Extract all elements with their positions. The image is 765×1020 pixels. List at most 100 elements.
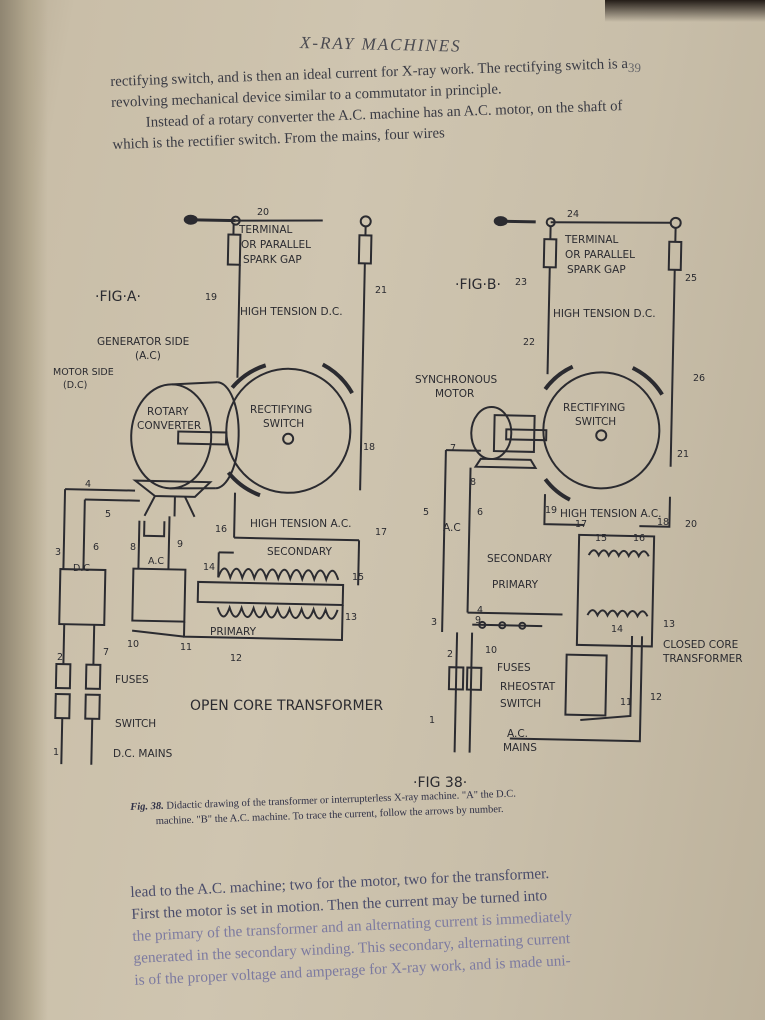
fig-b-terminal-label: TERMINAL xyxy=(564,234,619,246)
fig-b-num-18: 18 xyxy=(657,517,669,528)
fig-a-switch-label: SWITCH xyxy=(263,418,304,430)
fig-a-num-21: 21 xyxy=(375,285,387,296)
fig-a-num-20: 20 xyxy=(257,207,269,218)
fig-a-num-14: 14 xyxy=(203,562,215,573)
fig-a-num-11: 11 xyxy=(180,642,192,653)
fig-b-num-12: 12 xyxy=(650,692,662,703)
fig-a-num-12: 12 xyxy=(230,653,242,664)
fig-a-or-parallel-label: OR PARALLEL xyxy=(241,239,311,251)
fig-a-num-9: 9 xyxy=(177,539,183,550)
fig-a-generator-side-label: GENERATOR SIDE xyxy=(97,336,189,348)
fig-a-num-15: 15 xyxy=(352,572,364,583)
fig-a-dc-paren-label: (D.C) xyxy=(63,380,87,391)
fig-a-rectifying-label: RECTIFYING xyxy=(250,404,312,416)
fig-b-num-17: 17 xyxy=(575,519,587,530)
fig-a-num-6: 6 xyxy=(93,542,99,553)
fig-a-secondary-label: SECONDARY xyxy=(267,546,332,558)
fig-a-num-5: 5 xyxy=(105,509,111,520)
fig-a-ac-paren-label: (A.C) xyxy=(135,350,161,362)
fig-b-high-tension-dc-label: HIGH TENSION D.C. xyxy=(553,308,656,320)
fig-a-terminal-label: TERMINAL xyxy=(238,224,293,236)
running-head: X-RAY MACHINES xyxy=(299,32,462,56)
fig-b-fuses-label: FUSES xyxy=(497,662,531,674)
paragraph-top: rectifying switch, and is then an ideal … xyxy=(110,53,658,156)
fig-a-motor-side-label: MOTOR SIDE xyxy=(53,367,114,378)
fig-b-num-3: 3 xyxy=(431,617,437,628)
fig-b-rheostat-label: RHEOSTAT xyxy=(500,681,556,693)
fig-b-num-19: 19 xyxy=(545,505,557,516)
fig-b-spark-gap-label: SPARK GAP xyxy=(567,264,626,276)
fig-a-num-19: 19 xyxy=(205,292,217,303)
fig-b-closed-core-label: CLOSED CORE xyxy=(663,639,738,651)
fig-b-num-4: 4 xyxy=(477,605,483,616)
fig-b-num-21: 21 xyxy=(677,449,689,460)
fig-b-num-26: 26 xyxy=(693,373,705,384)
page-gutter-shadow xyxy=(0,0,48,1020)
fig-a-num-1: 1 xyxy=(53,747,59,758)
fig-a-num-3: 3 xyxy=(55,547,61,558)
fig-b-ac-mains-label-2: MAINS xyxy=(503,742,537,754)
fig-b-num-23: 23 xyxy=(515,277,527,288)
fig-a-spark-gap-label: SPARK GAP xyxy=(243,254,302,266)
fig-b-primary-label: PRIMARY xyxy=(492,579,539,591)
fig-a-ac-box-label: A.C xyxy=(148,556,164,567)
fig-b-num-24: 24 xyxy=(567,209,579,220)
fig-b-num-6: 6 xyxy=(477,507,483,518)
fig-a-title: ·FIG·A· xyxy=(95,289,141,305)
fig-b-num-7: 7 xyxy=(450,443,456,454)
fig-b-title: ·FIG·B· xyxy=(455,277,501,293)
fig-b-diagram xyxy=(441,216,683,753)
fig-b-rectifying-label: RECTIFYING xyxy=(563,402,625,414)
fig-a-high-tension-ac-label: HIGH TENSION A.C. xyxy=(250,518,352,530)
fig-a-open-core-transformer-label: OPEN CORE TRANSFORMER xyxy=(190,698,383,714)
fig-b-or-parallel-label: OR PARALLEL xyxy=(565,249,635,261)
fig-b-num-11: 11 xyxy=(620,697,632,708)
background-edge xyxy=(605,0,765,22)
fig-b-num-10: 10 xyxy=(485,645,497,656)
fig-b-num-13: 13 xyxy=(663,619,675,630)
fig-38-label: ·FIG 38· xyxy=(413,775,467,791)
fig-a-num-8: 8 xyxy=(130,542,136,553)
fig-b-num-1: 1 xyxy=(429,715,435,726)
fig-a-dc-mains-label: D.C. MAINS xyxy=(113,748,173,760)
fig-b-num-8: 8 xyxy=(470,477,476,488)
fig-a-num-4: 4 xyxy=(85,479,91,490)
fig-a-wire-numbers: 1 2 3 4 5 6 7 8 9 10 11 12 13 14 15 16 1… xyxy=(53,207,387,758)
fig-a-num-17: 17 xyxy=(375,527,387,538)
fig-b-high-tension-ac-label: HIGH TENSION A.C. xyxy=(560,508,662,520)
fig-a-switch-lower-label: SWITCH xyxy=(115,718,156,730)
fig-b-num-9: 9 xyxy=(475,615,481,626)
fig-a-num-7: 7 xyxy=(103,647,109,658)
fig-b-ac-wire-label: A.C xyxy=(443,522,461,534)
fig-a-num-13: 13 xyxy=(345,612,357,623)
fig-b-num-2: 2 xyxy=(447,649,453,660)
fig-a-num-18: 18 xyxy=(363,442,375,453)
fig-a-converter-label: CONVERTER xyxy=(137,420,201,432)
fig-a-num-2: 2 xyxy=(57,652,63,663)
fig-b-ac-mains-label-1: A.C. xyxy=(507,728,528,740)
fig-a-dc-box-label: D.C xyxy=(73,563,90,574)
fig-b-num-15: 15 xyxy=(595,533,607,544)
fig-b-num-5: 5 xyxy=(423,507,429,518)
fig-b-transformer-label: TRANSFORMER xyxy=(662,653,743,665)
figure-38-diagram: ·FIG·A· TERMINAL OR PARALLEL SPARK GAP H… xyxy=(45,195,760,795)
fig-b-secondary-label: SECONDARY xyxy=(487,553,552,565)
fig-b-num-14: 14 xyxy=(611,624,623,635)
caption-figure-id: Fig. 38. xyxy=(130,800,164,813)
fig-b-num-20: 20 xyxy=(685,519,697,530)
fig-a-primary-label: PRIMARY xyxy=(210,626,257,638)
fig-a-diagram xyxy=(54,214,373,765)
fig-b-motor-label: MOTOR xyxy=(435,388,474,400)
paragraph-bottom: lead to the A.C. machine; two for the mo… xyxy=(130,855,724,992)
fig-b-synchronous-label: SYNCHRONOUS xyxy=(415,374,498,386)
fig-b-switch-lower-label: SWITCH xyxy=(500,698,541,710)
fig-a-num-16: 16 xyxy=(215,524,227,535)
fig-a-high-tension-dc-label: HIGH TENSION D.C. xyxy=(240,306,343,318)
fig-b-wire-numbers: 1 2 3 4 5 6 7 8 9 10 11 12 13 14 15 16 1… xyxy=(423,209,705,726)
fig-a-num-10: 10 xyxy=(127,639,139,650)
fig-a-fuses-label: FUSES xyxy=(115,674,149,686)
fig-a-rotary-label: ROTARY xyxy=(147,406,189,418)
fig-b-num-16: 16 xyxy=(633,533,645,544)
fig-b-switch-label: SWITCH xyxy=(575,416,616,428)
